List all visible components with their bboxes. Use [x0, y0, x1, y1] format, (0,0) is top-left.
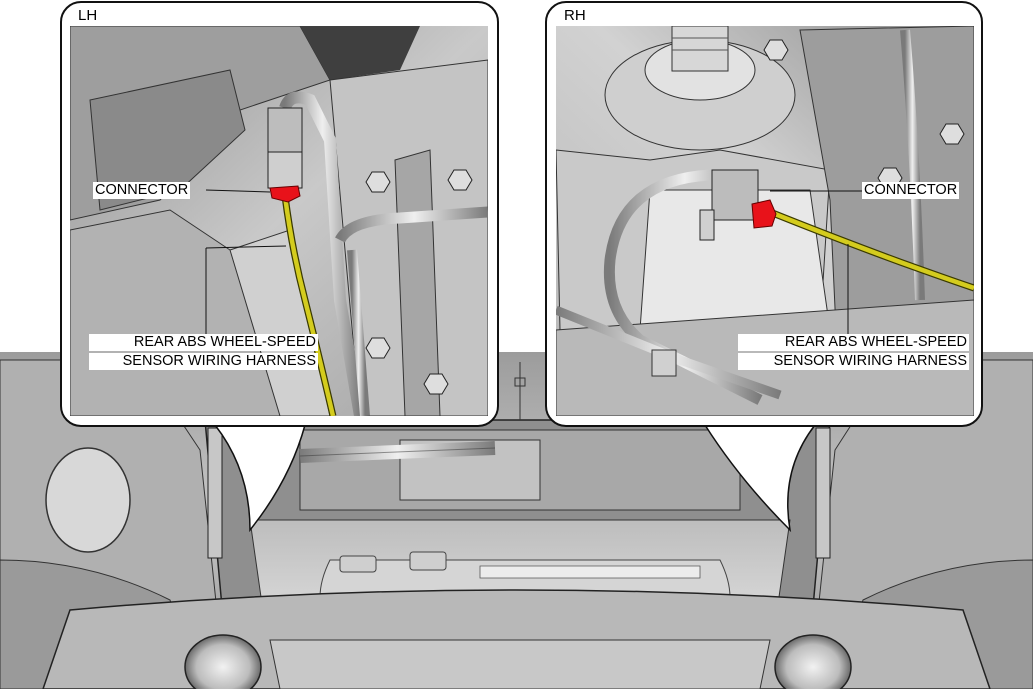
lh-panel-title: LH: [78, 7, 98, 24]
rh-harness-label-line2: SENSOR WIRING HARNESS: [738, 353, 969, 370]
rh-connector-label: CONNECTOR: [862, 182, 960, 199]
right-callout-tail: [703, 424, 817, 533]
lh-connector-label: CONNECTOR: [93, 182, 191, 199]
lh-harness-label-line2: SENSOR WIRING HARNESS: [89, 353, 318, 370]
rh-panel-title: RH: [564, 7, 586, 24]
lh-connector: [269, 185, 301, 203]
rh-connector: [751, 199, 777, 229]
rh-harness-label-line1: REAR ABS WHEEL-SPEED: [738, 334, 969, 351]
left-callout-tail: [213, 424, 306, 533]
lh-harness-label-line1: REAR ABS WHEEL-SPEED: [89, 334, 318, 351]
